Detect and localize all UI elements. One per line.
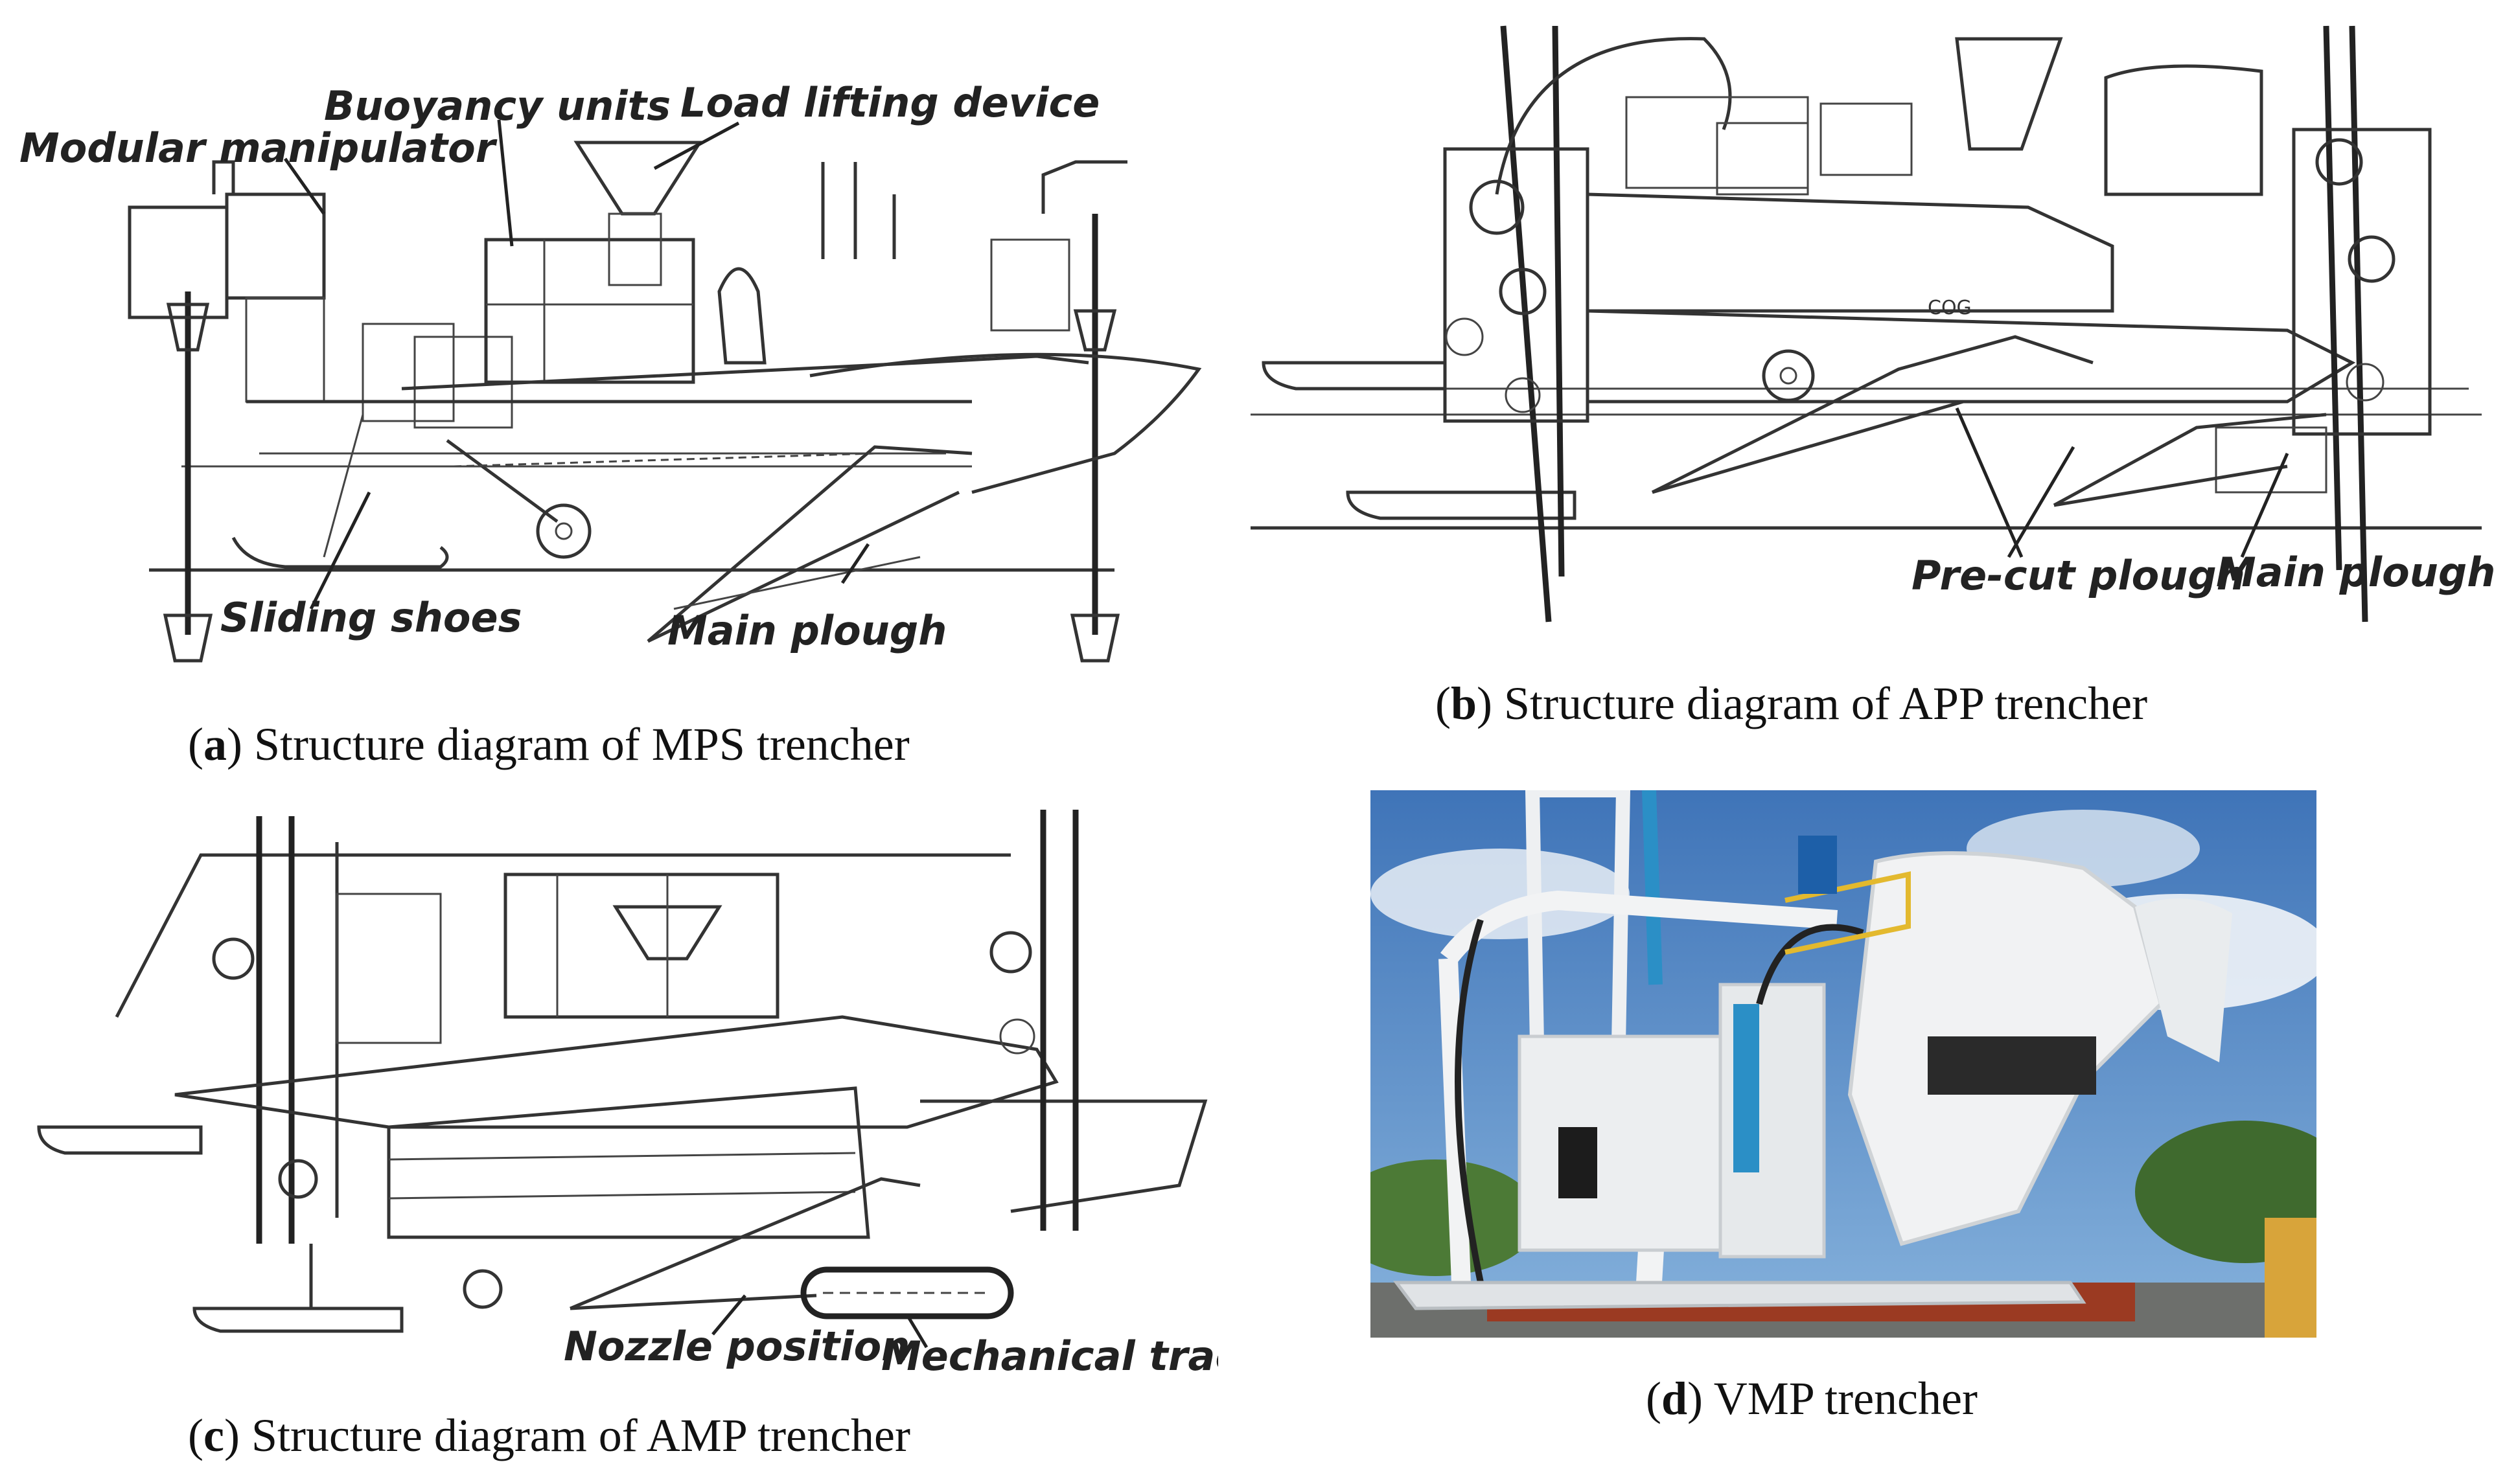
caption-d-letter: d [1661, 1373, 1688, 1424]
caption-d-text: VMP trencher [1713, 1373, 1978, 1424]
label-modular-manipulator: Modular manipulator [19, 124, 498, 172]
cog-label: COG [1928, 297, 1972, 319]
caption-d: (d) VMP trencher [1646, 1373, 1978, 1424]
caption-c-letter: c [203, 1410, 224, 1461]
label-nozzle-position: Nozzle position [564, 1323, 910, 1370]
app-trencher-drawing: COG Pre-cut plough Main plough [1251, 25, 2494, 622]
caption-b-letter: b [1450, 678, 1477, 729]
vmp-trencher-photo [1370, 790, 2316, 1338]
panel-a-mps-diagram: Modular manipulator Buoyancy units Load … [0, 0, 1218, 700]
caption-a-letter: a [203, 718, 227, 770]
label-mechanical-track: Mechanical track [881, 1332, 1218, 1380]
label-pre-cut-plough: Pre-cut plough [1911, 552, 2245, 599]
panel-d-vmp-photo [1370, 790, 2316, 1338]
panel-c-amp-diagram: Nozzle position Mechanical track [0, 790, 1218, 1386]
panel-b-app-diagram: COG Pre-cut plough Main plough [1251, 0, 2494, 674]
caption-a-text: Structure diagram of MPS trencher [253, 718, 910, 770]
amp-trencher-drawing: Nozzle position Mechanical track [37, 810, 1218, 1380]
caption-c-text: Structure diagram of AMP trencher [251, 1410, 910, 1461]
mps-trencher-drawing: Modular manipulator Buoyancy units Load … [19, 79, 1202, 663]
caption-b: (b) Structure diagram of APP trencher [1435, 678, 2148, 729]
label-load-lifting-device: Load lifting device [680, 79, 1100, 126]
caption-c: (c) Structure diagram of AMP trencher [188, 1410, 910, 1461]
label-main-plough-a: Main plough [667, 607, 947, 654]
label-sliding-shoes: Sliding shoes [220, 594, 522, 641]
label-buoyancy-units: Buoyancy units [324, 82, 671, 130]
caption-a: (a) Structure diagram of MPS trencher [188, 718, 910, 770]
caption-b-text: Structure diagram of APP trencher [1504, 678, 2148, 729]
label-main-plough-b: Main plough [2216, 549, 2494, 596]
